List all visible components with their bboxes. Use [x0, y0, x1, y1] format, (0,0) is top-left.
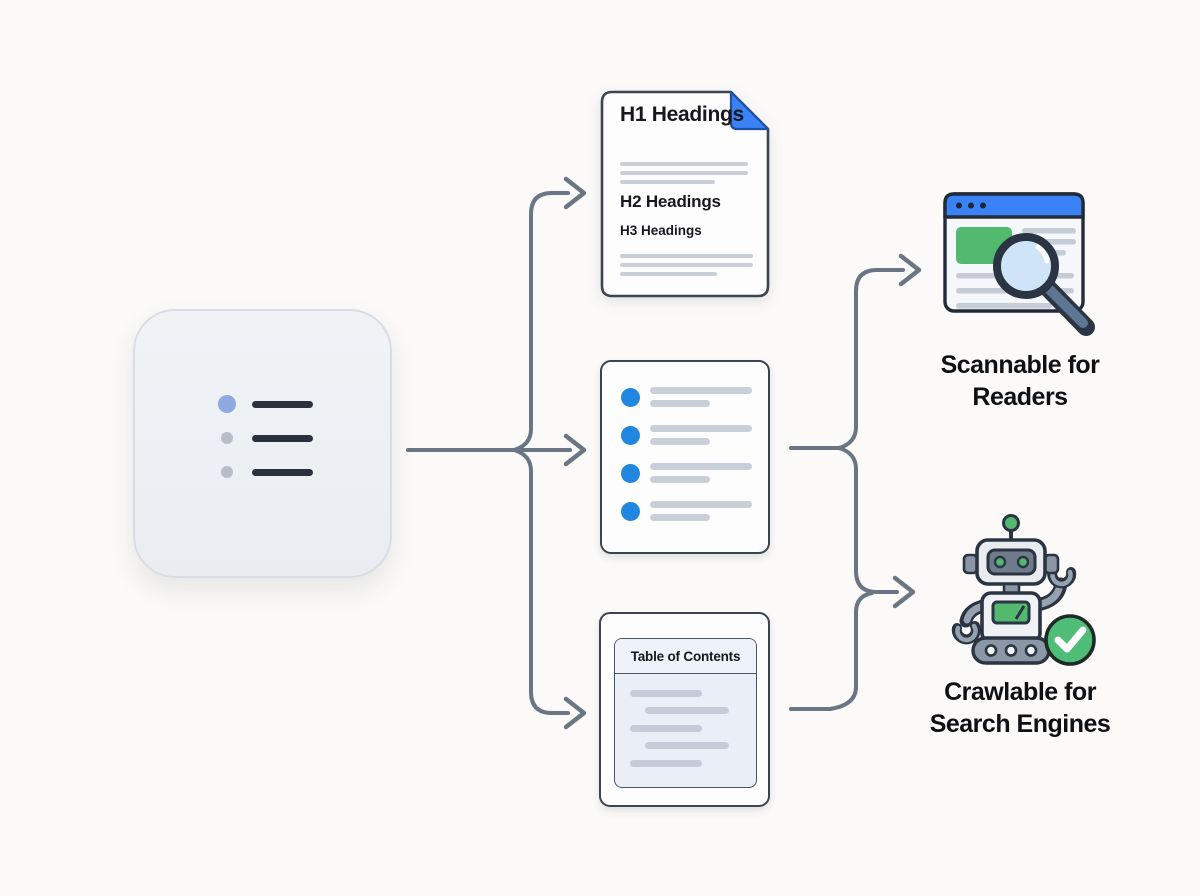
document-page-icon	[600, 90, 770, 298]
placeholder-text-lines	[620, 254, 753, 276]
bullet-dot-icon	[621, 425, 640, 445]
bullet-dot-icon	[621, 387, 640, 407]
browser-titlebar	[943, 192, 1085, 219]
bullet-dot-icon	[621, 501, 640, 521]
bullet-list-item	[621, 460, 768, 486]
h2-heading-label: H2 Headings	[620, 192, 721, 211]
arrowhead-headings	[563, 176, 587, 210]
robot-eye	[993, 555, 1007, 569]
h3-heading-label: H3 Headings	[620, 223, 702, 238]
arrowhead-bullets	[563, 433, 587, 467]
connector-source-to-toc	[512, 448, 570, 715]
blue-bullet-dot	[218, 395, 236, 413]
arrowhead-search	[892, 575, 916, 609]
robot-screen	[991, 600, 1031, 625]
text-line-bar	[252, 468, 313, 476]
connector-bullets-to-readers	[789, 268, 905, 450]
headings-structure-card: H1 Headings H2 Headings H3 Headings	[600, 90, 770, 298]
outline-row	[217, 463, 313, 481]
bullet-list-item	[621, 422, 768, 448]
robot-check-icon	[951, 514, 1096, 666]
connector-source-to-headings	[512, 191, 570, 452]
antenna-ball	[1002, 514, 1020, 532]
connector-toc-to-search	[789, 591, 874, 711]
connector-bullets-to-search	[837, 446, 899, 594]
arrowhead-toc	[563, 696, 587, 730]
folded-corner-icon	[729, 90, 770, 131]
toc-title: Table of Contents	[615, 639, 756, 674]
table-of-contents-card: Table of Contents	[599, 612, 770, 807]
bullet-list-item	[621, 384, 768, 410]
content-outline-source-card	[133, 309, 392, 578]
arrowhead-readers	[898, 253, 922, 287]
check-badge-icon	[1044, 614, 1096, 666]
h1-heading-label: H1 Headings	[620, 103, 744, 126]
outline-list-icon	[217, 395, 313, 481]
bullet-list-item	[621, 498, 768, 524]
placeholder-text-lines	[620, 162, 748, 184]
bullet-dot-icon	[621, 463, 640, 483]
text-line-bar	[252, 434, 313, 442]
magnifier-icon	[993, 233, 1095, 336]
text-line-bar	[252, 400, 313, 408]
bullet-list-card	[600, 360, 770, 554]
outline-row	[217, 429, 313, 447]
readers-outcome-label: Scannable for Readers	[940, 351, 1100, 411]
search-engines-outcome-label: Crawlable for Search Engines	[929, 678, 1111, 738]
toc-panel: Table of Contents	[614, 638, 757, 788]
browser-magnifier-icon	[943, 192, 1095, 336]
gray-bullet-dot	[221, 466, 233, 478]
gray-bullet-dot	[221, 432, 233, 444]
robot-eye	[1016, 555, 1030, 569]
outline-row	[217, 395, 313, 413]
